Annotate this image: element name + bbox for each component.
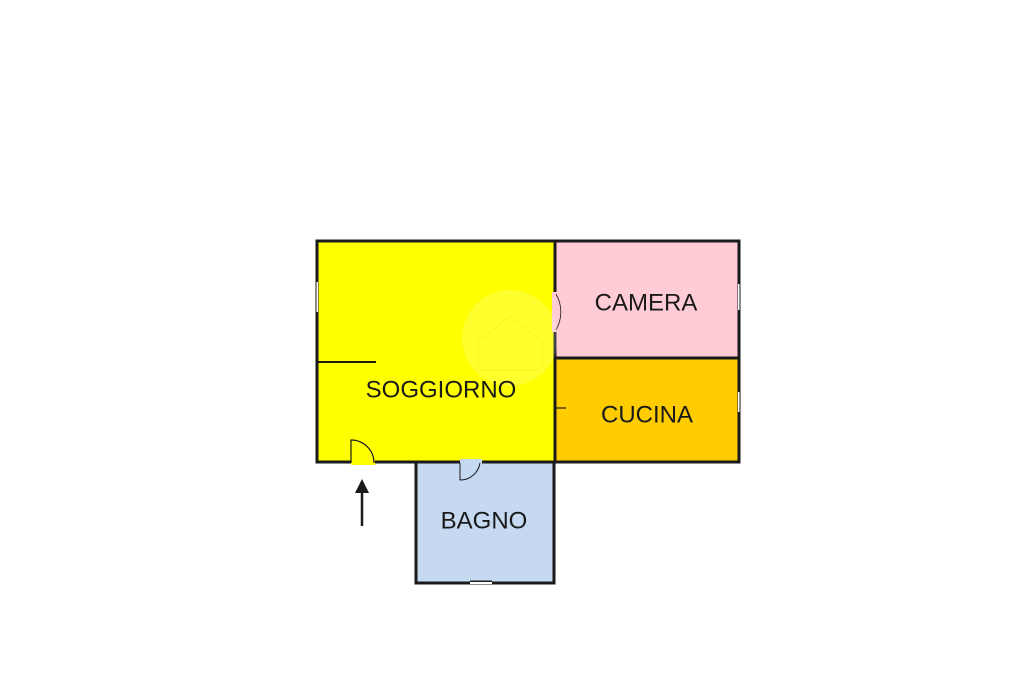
- room-cucina: [555, 358, 739, 462]
- arrow-up-icon: [355, 479, 369, 526]
- door-camera-gap: [552, 292, 558, 332]
- door-bagno-gap: [460, 459, 482, 465]
- label-bagno: BAGNO: [441, 507, 528, 534]
- room-camera: [555, 242, 739, 358]
- door-camera-swing: [555, 293, 562, 331]
- door-entrance-gap: [351, 459, 375, 465]
- label-soggiorno: SOGGIORNO: [366, 376, 517, 403]
- doors: [350, 292, 566, 481]
- door-entrance-swing: [350, 439, 375, 464]
- room-bagno: [417, 462, 554, 583]
- label-camera: CAMERA: [595, 289, 698, 316]
- windows: [316, 282, 740, 584]
- house-logo-watermark: [462, 290, 558, 386]
- label-cucina: CUCINA: [601, 401, 693, 428]
- room-soggiorno: [318, 242, 555, 462]
- outer-wall-main: [315, 239, 741, 464]
- door-bagno-swing: [459, 462, 481, 481]
